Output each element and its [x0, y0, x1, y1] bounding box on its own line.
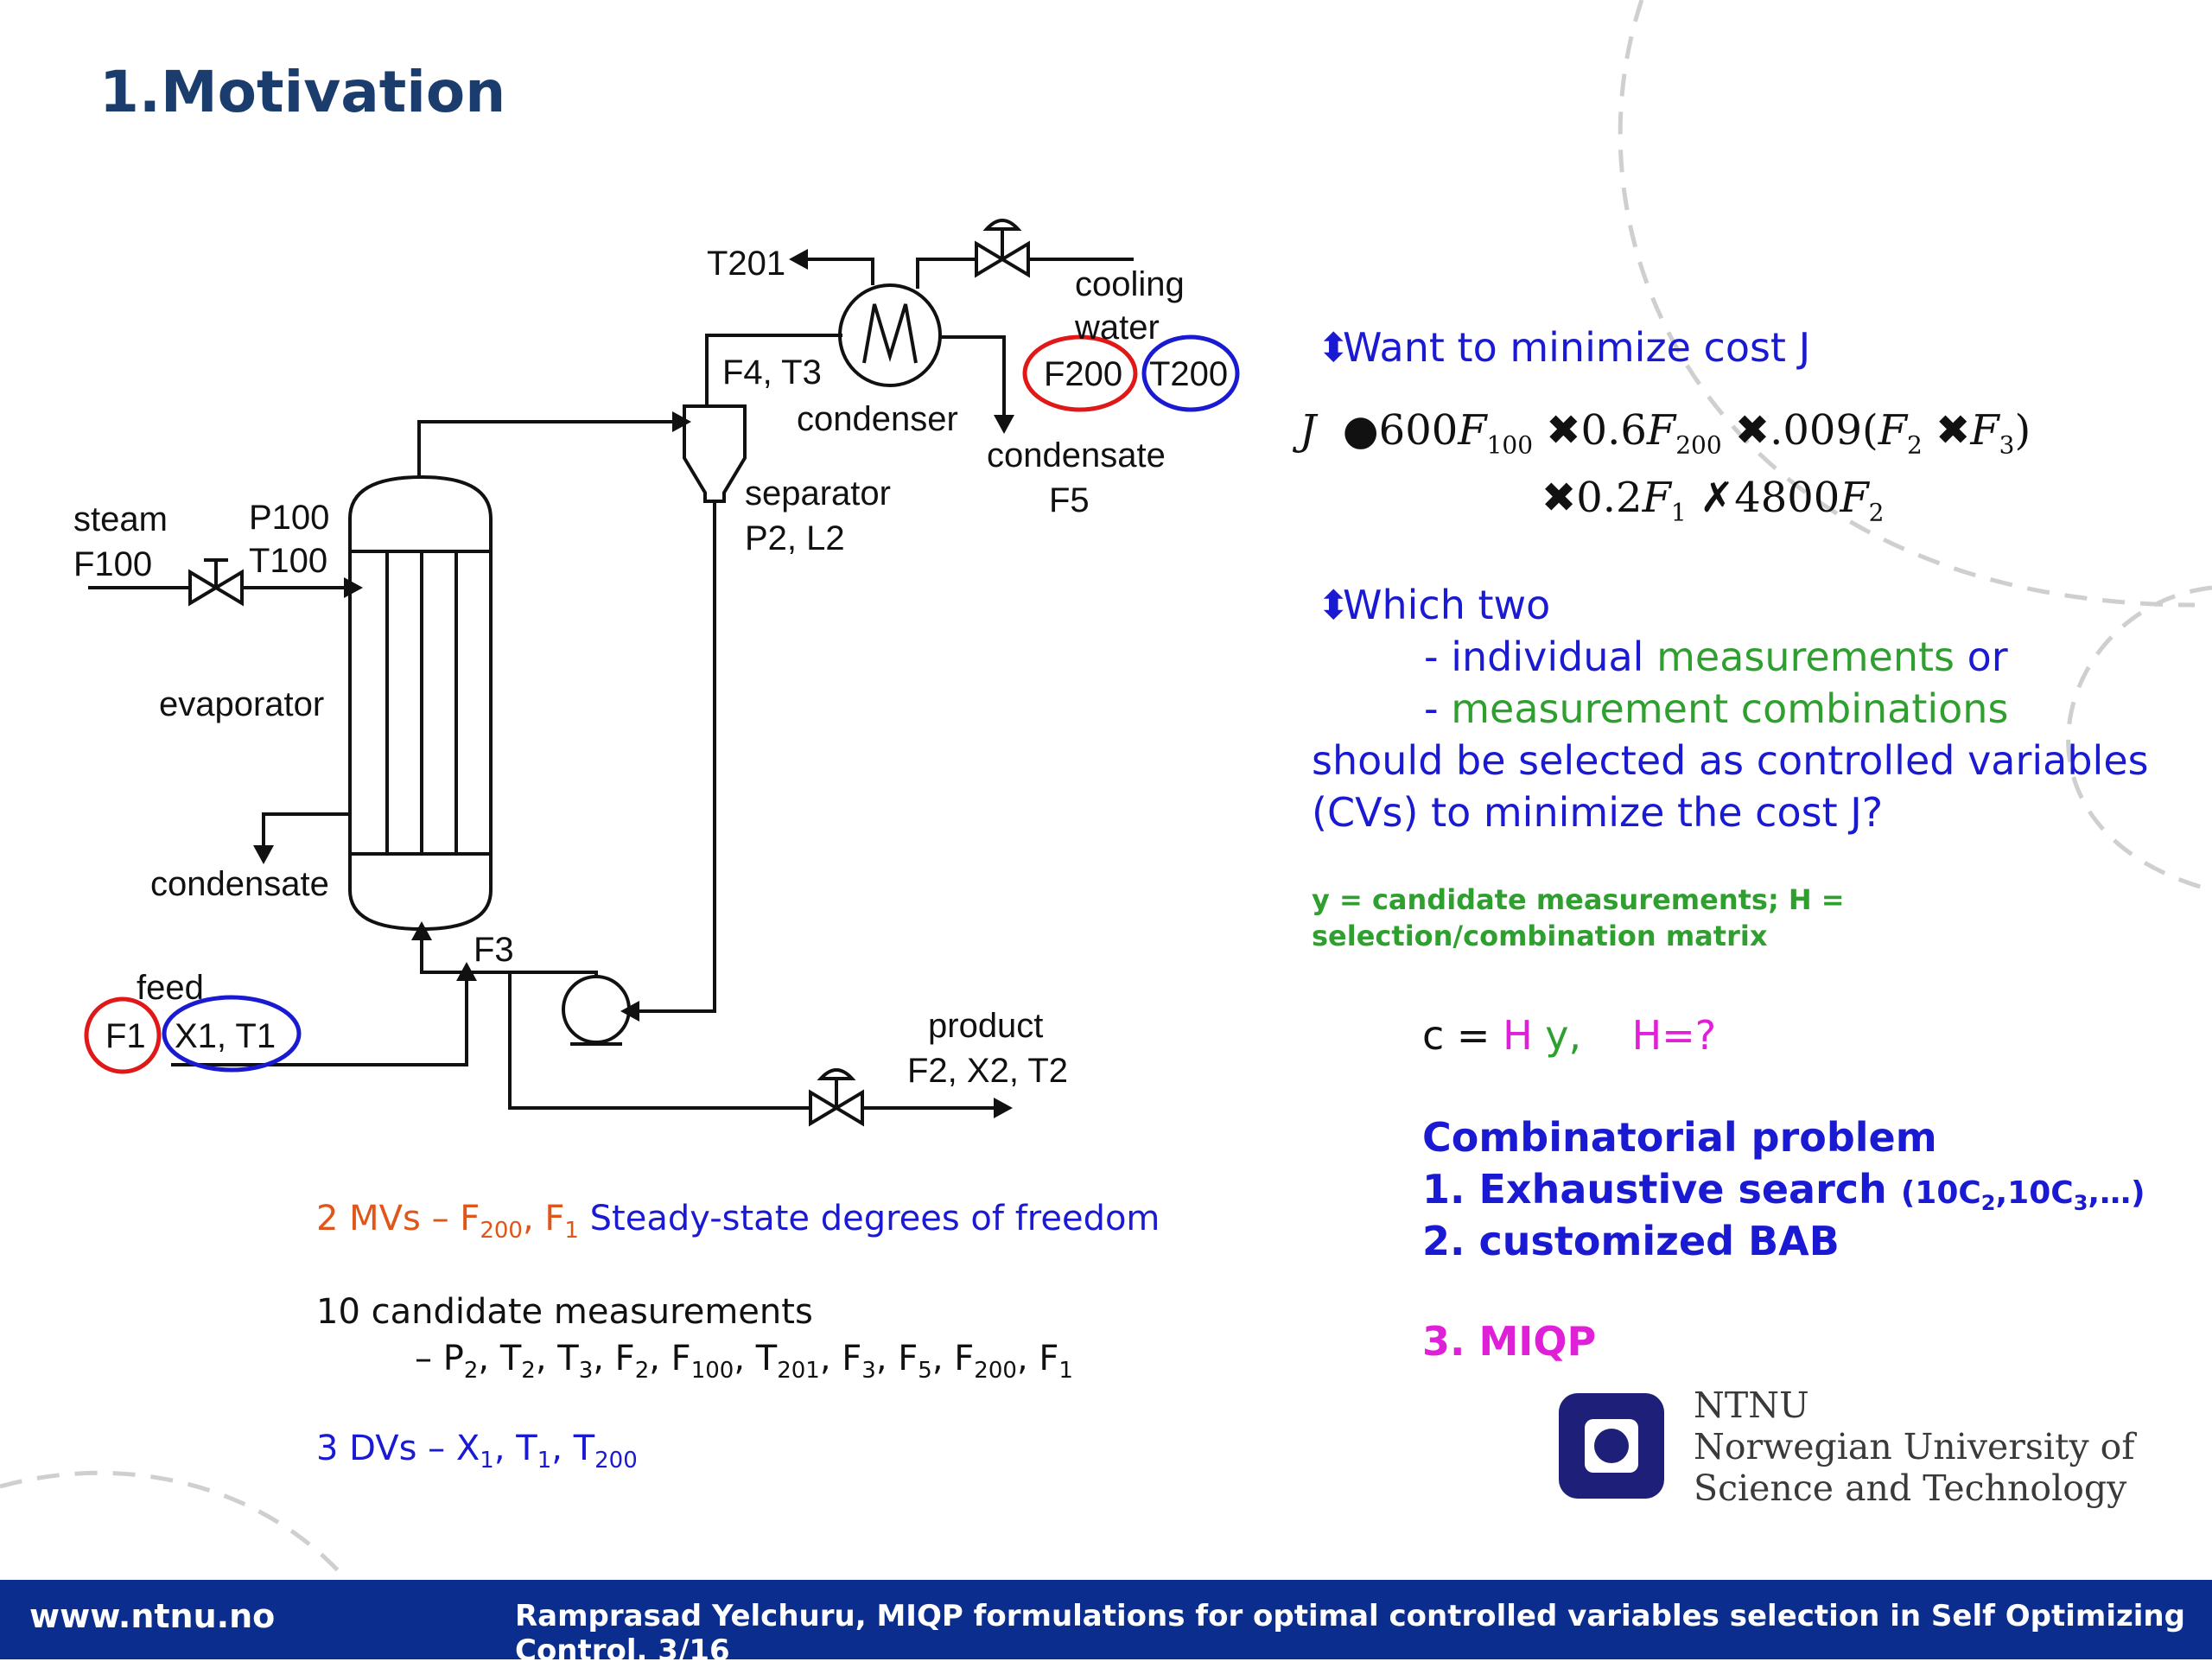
candidate-measurement: F2,	[614, 1339, 671, 1384]
label-steam: steam	[73, 500, 168, 538]
candidate-measurement: T201,	[755, 1339, 842, 1384]
candidate-measurement: F200,	[954, 1339, 1039, 1384]
product-valve-icon	[809, 1089, 864, 1127]
f1-circle	[84, 996, 162, 1074]
valve-icons	[188, 219, 1030, 1127]
diamond-bullet-icon: ⬍	[1317, 582, 1351, 628]
footer-url[interactable]: www.ntnu.no	[29, 1597, 276, 1635]
label-p2l2: P2, L2	[745, 519, 845, 557]
slide-title: 1.Motivation	[99, 59, 506, 125]
label-feed: feed	[137, 969, 204, 1007]
bullet-which-two: ⬍Which two	[1317, 579, 1550, 631]
label-t201: T201	[707, 245, 785, 283]
condenser-icon	[838, 283, 942, 387]
comb-item-1: 1. Exhaustive search (10C2,10C3,…)	[1422, 1166, 2145, 1216]
separator-vessel	[683, 404, 747, 503]
candidate-measurement: F100,	[671, 1339, 756, 1384]
t200-circle	[1141, 334, 1240, 412]
candidate-measurement: F1	[1039, 1339, 1073, 1384]
label-cooling: cooling	[1075, 265, 1185, 303]
x1t1-circle	[162, 995, 302, 1073]
label-f5: F5	[1049, 481, 1090, 519]
candidate-measurement: F5,	[898, 1339, 955, 1384]
label-evaporator: evaporator	[159, 685, 324, 723]
label-f200: F200	[1044, 355, 1122, 393]
label-f2x2t2: F2, X2, T2	[907, 1052, 1068, 1090]
pump-icon	[562, 975, 631, 1044]
comb-title: Combinatorial problem	[1422, 1114, 1937, 1161]
steam-valve-icon	[188, 569, 244, 607]
label-p100: P100	[249, 499, 329, 537]
f200-circle	[1022, 334, 1138, 412]
label-condensate-top: condensate	[987, 436, 1166, 474]
dv-note: 3 DVs – X1, T1, T200	[316, 1429, 638, 1474]
line-should: should be selected as controlled variabl…	[1312, 737, 2149, 784]
bullet-minimize: ⬍Want to minimize cost J	[1317, 322, 1810, 373]
line-individual: - individual measurements or	[1424, 633, 2008, 680]
c-equation: c = H y, H=?	[1422, 1012, 1717, 1059]
candidate-measurement: T2,	[499, 1339, 558, 1384]
diamond-bullet-icon: ⬍	[1317, 324, 1351, 371]
comb-item-2: 2. customized BAB	[1422, 1218, 1840, 1264]
label-x1t1: X1, T1	[175, 1017, 276, 1055]
label-f3: F3	[474, 931, 514, 969]
label-condensate-left: condensate	[150, 865, 329, 903]
cooling-valve-icon	[975, 240, 1030, 278]
mv-note: 2 MVs – F200, F1 Steady-state degrees of…	[316, 1199, 1160, 1244]
cost-equation-line1: J ●600F100 ✖0.6F200 ✖.009(F2 ✖F3)	[1300, 406, 2031, 460]
candidate-list: – P2, T2, T3, F2, F100, T201, F3, F5, F2…	[415, 1339, 1073, 1384]
label-separator: separator	[745, 474, 891, 512]
label-t100: T100	[249, 542, 327, 580]
yh-note: y = candidate measurements; H = selectio…	[1312, 883, 1845, 952]
line-combinations: - measurement combinations	[1424, 685, 2009, 732]
footer-bar	[0, 1580, 2212, 1659]
line-cvs: (CVs) to minimize the cost J?	[1312, 789, 1884, 836]
ntnu-logo-text: NTNU Norwegian University of Science and…	[1694, 1385, 2135, 1509]
label-product: product	[928, 1007, 1043, 1045]
candidate-measurement: P2,	[442, 1339, 500, 1384]
candidate-measurement: F3,	[842, 1339, 899, 1384]
label-f100: F100	[73, 545, 152, 583]
candidate-items: P2, T2, T3, F2, F100, T201, F3, F5, F200…	[442, 1339, 1073, 1384]
label-water: water	[1074, 309, 1160, 347]
ntnu-logo-icon	[1559, 1393, 1664, 1499]
label-f4t3: F4, T3	[722, 353, 822, 392]
footer-citation: Ramprasad Yelchuru, MIQP formulations fo…	[515, 1599, 2185, 1668]
comb-item-3: 3. MIQP	[1422, 1318, 1597, 1365]
label-condenser: condenser	[797, 400, 958, 438]
evaporator-vessel	[348, 474, 493, 932]
candidate-measurement: T3,	[557, 1339, 615, 1384]
candidate-heading: 10 candidate measurements	[316, 1292, 813, 1332]
cost-equation-line2: ✖0.2F1 ✗4800F2	[1541, 474, 1885, 527]
label-f1: F1	[105, 1017, 146, 1055]
label-t200: T200	[1149, 355, 1228, 393]
